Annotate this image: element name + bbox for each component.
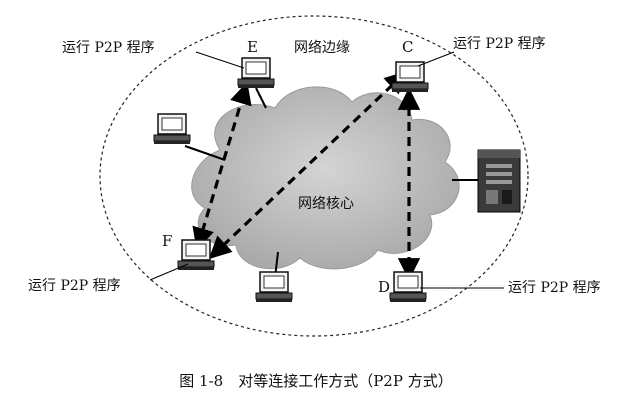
network-core-cloud xyxy=(191,86,460,270)
program-label-e: 运行 P2P 程序 xyxy=(62,40,155,56)
figure-caption: 图 1-8 对等连接工作方式（P2P 方式） xyxy=(179,372,452,390)
node-label-d: D xyxy=(378,278,390,296)
host-e-icon xyxy=(237,57,275,89)
host-c-icon xyxy=(391,61,429,93)
program-label-d: 运行 P2P 程序 xyxy=(508,280,601,296)
network-edge-boundary xyxy=(99,15,529,337)
host-d-icon xyxy=(389,271,427,303)
core-label: 网络核心 xyxy=(298,196,354,212)
node-label-c: C xyxy=(402,38,413,56)
leader-f xyxy=(149,263,189,281)
leader-c xyxy=(417,51,455,67)
program-label-f: 运行 P2P 程序 xyxy=(28,278,121,294)
leader-e xyxy=(195,51,245,69)
edge-label: 网络边缘 xyxy=(294,40,350,56)
host-left-icon xyxy=(153,113,191,145)
program-label-c: 运行 P2P 程序 xyxy=(453,36,546,52)
server-icon xyxy=(477,149,521,213)
host-bottom-icon xyxy=(255,271,293,303)
node-label-f: F xyxy=(162,232,172,250)
node-label-e: E xyxy=(247,38,258,56)
